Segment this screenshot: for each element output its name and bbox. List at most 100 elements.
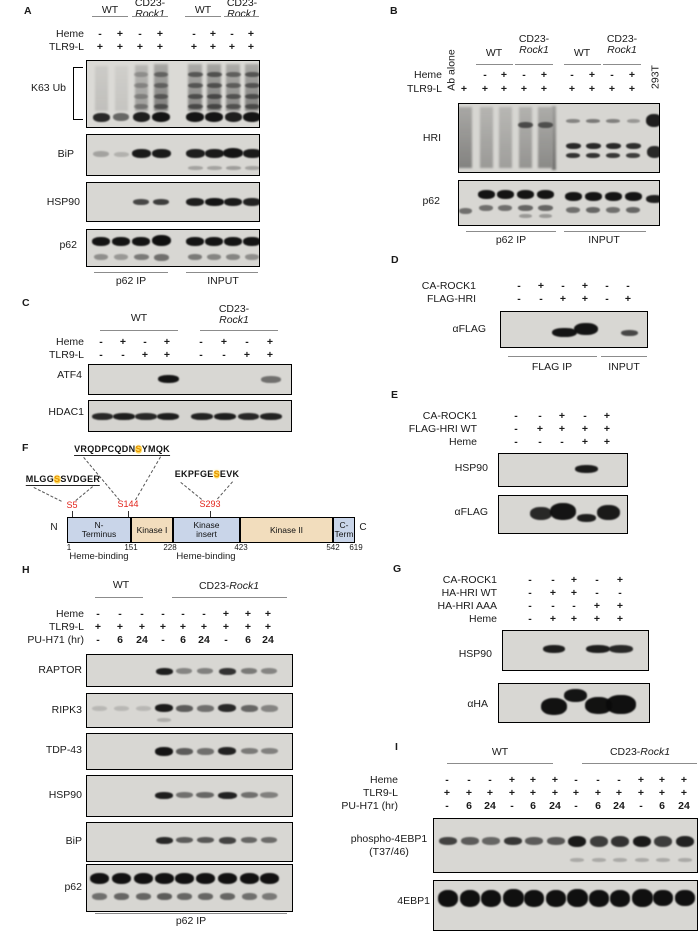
- blot-label-tdp-43: TDP-43: [45, 744, 82, 756]
- condition-symbol: +: [141, 349, 149, 361]
- protein-band: [645, 195, 659, 203]
- protein-band: [134, 71, 148, 77]
- blot-label-ha: αHA: [467, 698, 488, 710]
- panel-label-I: I: [395, 741, 398, 753]
- condition-symbol: +: [443, 787, 451, 799]
- condition-symbol: 24: [136, 634, 148, 646]
- protein-band: [537, 205, 553, 211]
- protein-band: [479, 205, 493, 211]
- condition-symbol: +: [500, 83, 508, 95]
- condition-symbol: -: [140, 608, 144, 620]
- condition-symbol: +: [264, 608, 272, 620]
- protein-band: [113, 705, 129, 711]
- protein-band: [135, 892, 151, 900]
- group-header: CD23-Rock1: [198, 580, 260, 592]
- protein-band: [187, 71, 203, 77]
- condition-symbol: +: [549, 613, 557, 625]
- protein-band: [244, 71, 259, 77]
- blot-hdac1: [88, 400, 292, 432]
- protein-band: [260, 412, 282, 420]
- phospho-serine-highlight: S: [54, 474, 61, 484]
- condition-symbol: +: [680, 774, 688, 786]
- protein-band: [113, 113, 129, 121]
- protein-band: [175, 792, 193, 798]
- protein-band: [498, 205, 512, 211]
- condition-symbol: +: [558, 410, 566, 422]
- protein-band: [197, 668, 213, 674]
- protein-band: [244, 93, 259, 99]
- protein-band: [439, 837, 457, 845]
- protein-band: [131, 148, 151, 158]
- protein-band: [191, 412, 213, 420]
- protein-band: [538, 214, 552, 218]
- condition-symbol: +: [537, 280, 545, 292]
- group-underline: [224, 16, 259, 18]
- group-underline: [515, 64, 553, 66]
- protein-band: [241, 668, 257, 674]
- condition-symbol: -: [245, 336, 249, 348]
- protein-band: [541, 697, 567, 715]
- group-underline: [582, 763, 697, 765]
- protein-band: [92, 112, 110, 122]
- condition-symbol: +: [658, 774, 666, 786]
- condition-symbol: -: [202, 608, 206, 620]
- condition-symbol: +: [568, 83, 576, 95]
- protein-band: [613, 858, 627, 862]
- protein-band: [516, 189, 534, 199]
- condition-symbol: +: [209, 41, 217, 53]
- condition-symbol: -: [626, 280, 630, 292]
- condition-symbol: +: [558, 423, 566, 435]
- condition-symbol: -: [538, 410, 542, 422]
- group-header: Rock1: [135, 8, 165, 20]
- protein-band: [93, 151, 109, 157]
- row-label-ca-rock1: CA-ROCK1: [421, 280, 476, 292]
- condition-symbol: -: [199, 349, 203, 361]
- blot-label-hdac1: HDAC1: [48, 406, 84, 418]
- condition-symbol: -: [528, 600, 532, 612]
- protein-band: [223, 148, 243, 158]
- condition-symbol: -: [596, 774, 600, 786]
- lane-group-line: [186, 272, 258, 274]
- protein-band: [155, 667, 173, 675]
- protein-band: [477, 189, 495, 199]
- lane-smear: [498, 107, 512, 168]
- condition-symbol: -: [610, 69, 614, 81]
- protein-band: [205, 112, 223, 122]
- row-label-heme: Heme: [369, 774, 398, 786]
- panel-label-G: G: [393, 563, 402, 575]
- protein-band: [176, 892, 192, 900]
- condition-symbol: +: [603, 436, 611, 448]
- condition-symbol: -: [639, 800, 643, 812]
- protein-band: [243, 112, 259, 122]
- condition-symbol: -: [522, 69, 526, 81]
- protein-band: [606, 694, 636, 714]
- condition-symbol: +: [588, 69, 596, 81]
- protein-band: [525, 837, 543, 845]
- condition-symbol: +: [228, 41, 236, 53]
- protein-band: [568, 835, 586, 847]
- group-header: CD23-: [226, 0, 258, 9]
- condition-symbol: +: [680, 787, 688, 799]
- protein-band: [584, 696, 612, 714]
- blot-flag: [500, 311, 648, 348]
- condition-symbol: -: [595, 574, 599, 586]
- blot-atf4: [88, 364, 292, 395]
- row-label-heme: Heme: [55, 28, 84, 40]
- condition-symbol: +: [588, 83, 596, 95]
- condition-symbol: -: [96, 634, 100, 646]
- protein-band: [547, 837, 565, 845]
- condition-symbol: +: [559, 293, 567, 305]
- protein-band: [174, 872, 194, 884]
- phosphosite-tick: [72, 511, 74, 517]
- protein-band: [186, 236, 204, 246]
- protein-band: [481, 889, 501, 907]
- protein-band: [438, 889, 458, 907]
- row-label-pu-h71-hr: PU-H71 (hr): [27, 634, 84, 646]
- condition-symbol: +: [244, 621, 252, 633]
- protein-band: [196, 704, 214, 712]
- protein-band: [564, 191, 582, 201]
- condition-symbol: +: [624, 293, 632, 305]
- protein-band: [206, 93, 222, 99]
- heme-binding-label: Heme-binding: [176, 551, 236, 562]
